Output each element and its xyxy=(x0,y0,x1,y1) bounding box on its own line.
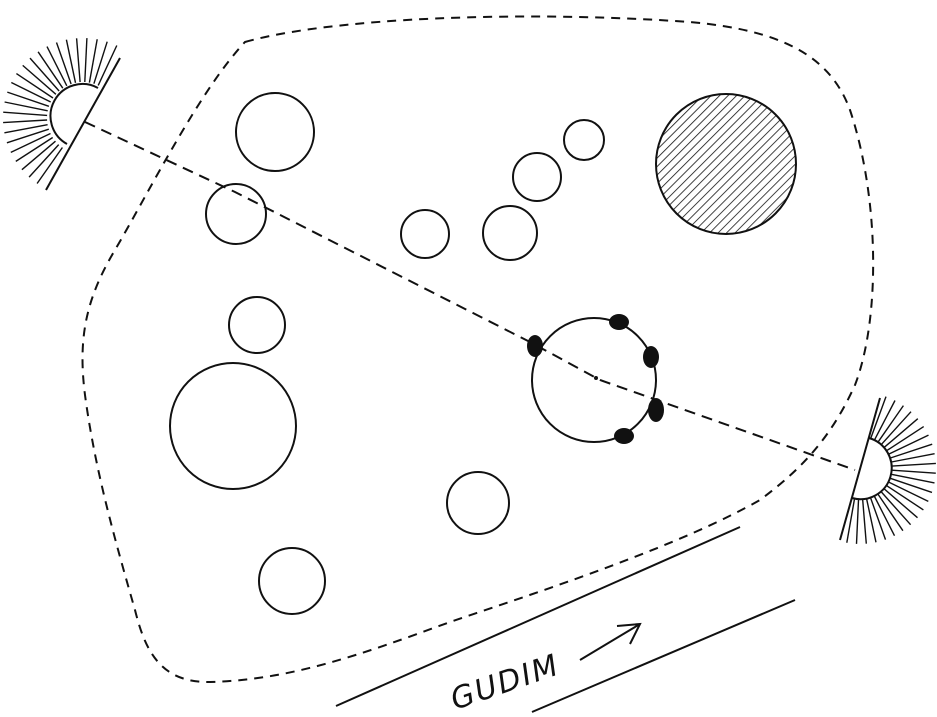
sun-ray xyxy=(863,500,867,544)
stone-circle xyxy=(259,548,325,614)
ring-stone xyxy=(643,346,659,368)
ring-center-dot xyxy=(594,376,598,380)
sun-ray xyxy=(892,463,936,466)
stone-circle xyxy=(170,363,296,489)
ring-stone xyxy=(648,398,664,422)
road-edge-lower xyxy=(532,600,795,712)
central-ring xyxy=(527,314,664,444)
sun-ray xyxy=(3,120,47,123)
stone-circle xyxy=(401,210,449,258)
ring-stone xyxy=(609,314,629,330)
stone-circle xyxy=(564,120,604,160)
central-ring-outline xyxy=(532,318,656,442)
sunrise-baseline xyxy=(46,58,120,190)
sunrise-symbol xyxy=(3,38,120,190)
ring-stone xyxy=(527,335,543,357)
sun-ray xyxy=(867,499,876,542)
direction-arrow-icon xyxy=(580,624,640,660)
sun-ray xyxy=(77,38,81,82)
sunrise-half-disc xyxy=(51,84,98,144)
sun-ray xyxy=(892,470,936,473)
stone-circle xyxy=(513,153,561,201)
sun-ray xyxy=(85,38,87,82)
stone-circle xyxy=(229,297,285,353)
ring-stone xyxy=(614,428,634,444)
sunrise-rays xyxy=(3,38,117,183)
sunset-baseline xyxy=(840,398,880,540)
sun-ray xyxy=(3,112,47,115)
sun-ray xyxy=(857,500,859,544)
sun-ray xyxy=(891,474,934,483)
stone-circle xyxy=(236,93,314,171)
hatched-circle xyxy=(656,94,796,234)
stone-circle xyxy=(447,472,509,534)
stone-circle xyxy=(483,206,537,260)
